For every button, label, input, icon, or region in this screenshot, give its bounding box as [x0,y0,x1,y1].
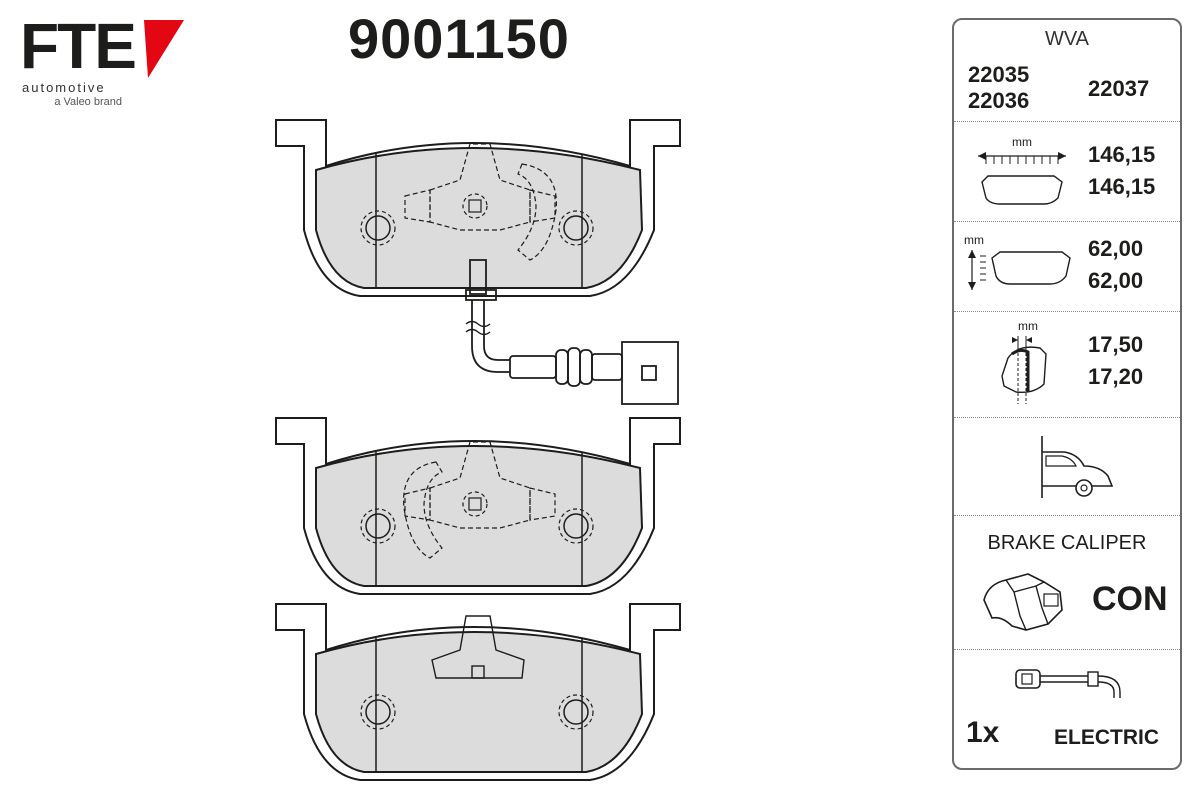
pad-middle-view [275,417,681,595]
brake-caliper-icon [983,573,1063,631]
caliper-label: BRAKE CALIPER [987,532,1147,554]
pad-width-icon: mm [978,135,1066,205]
caliper-code: CON [1092,580,1168,618]
brake-pad-drawing [275,119,681,781]
wva-number-1: 22035 [968,62,1030,87]
wva-section: WVA 22035 22036 22037 [954,20,1180,122]
height-section: mm 62,00 62,00 [954,222,1180,312]
width-unit: mm [1012,135,1032,149]
brand-tagline: automotive [22,80,106,95]
width-value-1: 146,15 [1088,142,1156,167]
brand-name: FTE [20,10,137,82]
height-value-1: 62,00 [1088,236,1144,261]
wear-sensor-cable [465,259,679,405]
axle-section [954,418,1180,516]
sensor-section: 1x ELECTRIC [954,650,1180,770]
pad-bottom-view [275,603,681,781]
width-section: mm 146,15 146,15 [954,122,1180,222]
brand-logo: FTE automotive a Valeo brand [20,10,184,114]
wear-sensor-icon [1015,669,1121,698]
pad-height-icon: mm [964,233,1071,290]
brand-subtitle: a Valeo brand [54,96,122,108]
thickness-unit: mm [1018,319,1038,333]
spec-panel: WVA 22035 22036 22037 mm 146,15 146,15 m… [952,18,1182,770]
brand-triangle-icon [144,20,184,78]
thickness-section: mm 17,50 17,20 [954,312,1180,418]
width-value-2: 146,15 [1088,174,1156,199]
wva-label: WVA [1044,28,1090,50]
height-value-2: 62,00 [1088,268,1144,293]
sensor-type: ELECTRIC [1054,726,1159,749]
height-unit: mm [964,233,984,247]
pad-thickness-icon: mm [1001,319,1047,404]
part-number: 9001150 [348,7,570,70]
caliper-section: BRAKE CALIPER CON [954,516,1180,650]
thickness-value-2: 17,20 [1088,364,1144,389]
sensor-count: 1x [966,716,1000,749]
pad-top-view [275,119,681,297]
thickness-value-1: 17,50 [1088,332,1144,357]
wva-number-3: 22037 [1088,76,1150,101]
wva-number-2: 22036 [968,88,1030,113]
front-axle-car-icon [1041,436,1114,498]
